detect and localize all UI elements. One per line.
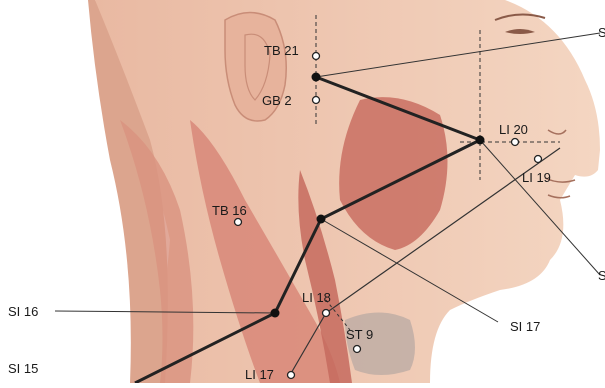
point-tb21 [313,53,320,60]
label-cut-mid-right: S [598,268,605,283]
point-li20 [512,139,519,146]
point-st9 [354,346,361,353]
point-li17 [288,372,295,379]
point-li20-filled [476,136,485,145]
label-tb21: TB 21 [264,43,299,58]
larynx-shape [345,313,415,376]
point-si17-filled [317,215,326,224]
point-ear-filled [312,73,321,82]
point-tb16 [235,219,242,226]
point-li19 [535,156,542,163]
point-li18 [323,310,330,317]
point-si16-filled [271,309,280,318]
label-gb2: GB 2 [262,93,292,108]
label-li19: LI 19 [522,170,551,185]
point-gb2 [313,97,320,104]
label-si17: SI 17 [510,319,540,334]
label-cut-top-right: S [598,25,605,40]
label-li17: LI 17 [245,367,274,382]
label-si15: SI 15 [8,361,38,376]
label-st9: ST 9 [346,327,373,342]
label-si16: SI 16 [8,304,38,319]
label-tb16: TB 16 [212,203,247,218]
label-li18: LI 18 [302,290,331,305]
label-li20: LI 20 [499,122,528,137]
